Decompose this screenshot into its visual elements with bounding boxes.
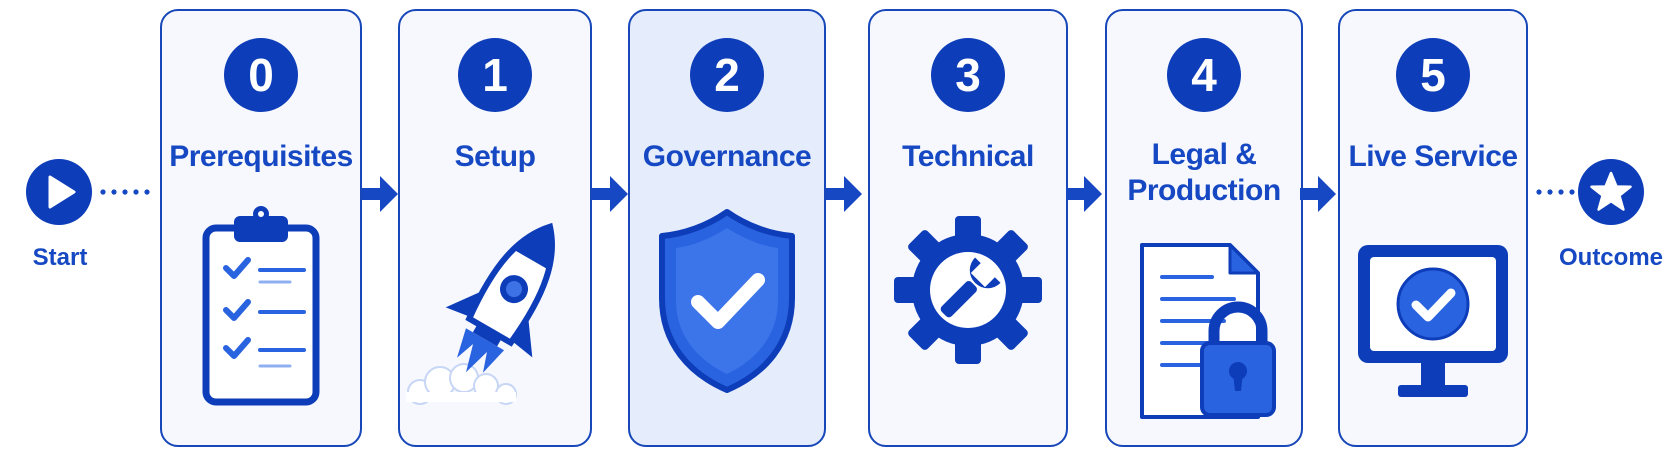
step-title: Prerequisites (169, 140, 353, 173)
start-label: Start (32, 244, 88, 271)
clipboard-checklist-icon (162, 206, 360, 426)
step-number-badge: 4 (1167, 38, 1241, 112)
play-icon (26, 159, 92, 225)
step-title: Governance (642, 140, 812, 173)
step-card-live-service: 5 Live Service (1338, 9, 1528, 447)
step-number-badge: 1 (458, 38, 532, 112)
step-number-badge: 3 (931, 38, 1005, 112)
step-title: Technical (902, 140, 1034, 173)
arrow-right-icon (1066, 176, 1102, 212)
step-card-legal-production: 4 Legal & Production (1105, 9, 1303, 447)
rocket-icon (400, 206, 590, 426)
gear-wrench-icon (870, 206, 1066, 426)
step-card-governance: 2 Governance (628, 9, 826, 447)
step-number-badge: 2 (690, 38, 764, 112)
step-title: Live Service (1348, 140, 1518, 173)
step-card-setup: 1 Setup (398, 9, 592, 447)
arrow-right-icon (1300, 176, 1336, 212)
step-title: Setup (454, 140, 536, 173)
star-icon (1578, 159, 1644, 225)
connector-dots-start (100, 189, 150, 195)
shield-check-icon (630, 206, 824, 426)
step-card-technical: 3 Technical (868, 9, 1068, 447)
outcome-label: Outcome (1558, 244, 1663, 271)
monitor-check-icon (1340, 241, 1526, 421)
arrow-right-icon (592, 176, 628, 212)
step-number-badge: 5 (1396, 38, 1470, 112)
arrow-right-icon (362, 176, 398, 212)
connector-dots-outcome (1536, 189, 1575, 195)
step-number-badge: 0 (224, 38, 298, 112)
document-lock-icon (1107, 237, 1301, 427)
step-card-prerequisites: 0 Prerequisites (160, 9, 362, 447)
arrow-right-icon (826, 176, 862, 212)
step-title: Legal & Production (1127, 138, 1281, 207)
